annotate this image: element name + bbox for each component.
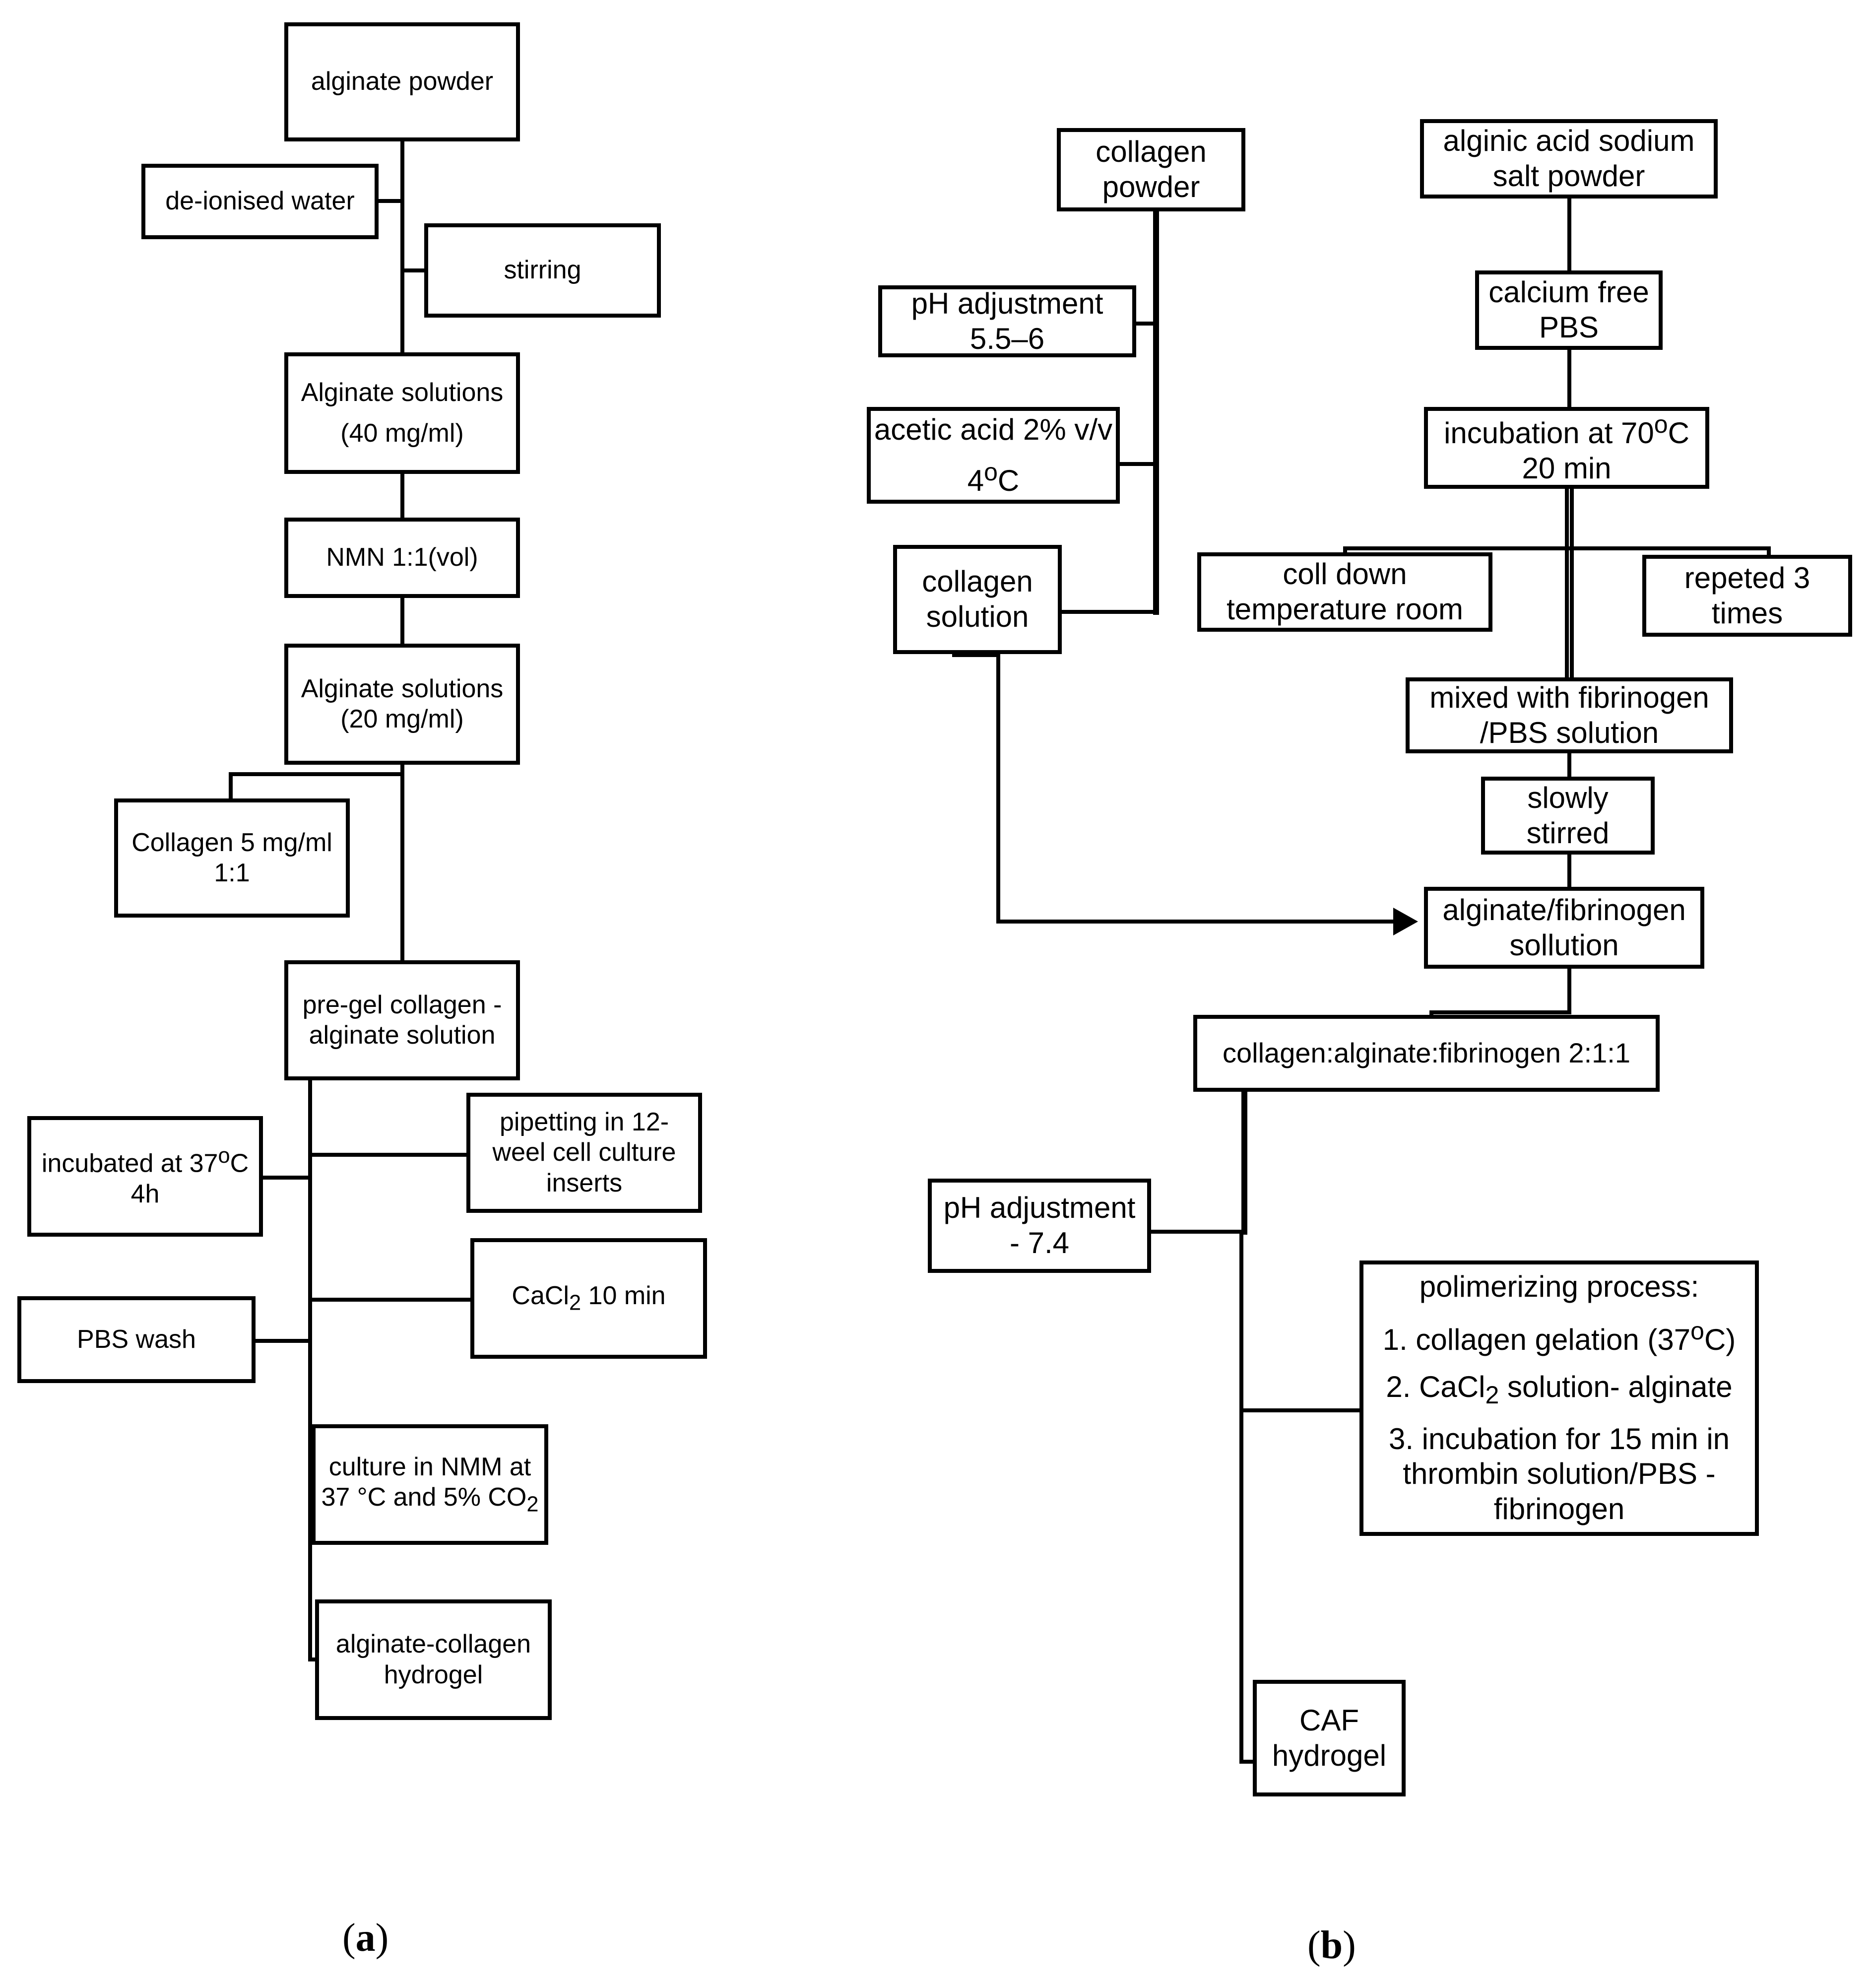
polymerizing-process-box: polimerizing process: 1. collagen gelati… xyxy=(1359,1260,1759,1536)
cacl2-label: CaCl2 10 min xyxy=(512,1281,666,1315)
pregel-line2: alginate solution xyxy=(309,1021,496,1050)
mixed-fibrinogen-line1: mixed with fibrinogen xyxy=(1429,680,1709,714)
nmn-box: NMN 1:1(vol) xyxy=(284,518,520,598)
repeated-line2: times xyxy=(1711,596,1783,630)
panel-a-label: (a) xyxy=(342,1916,389,1960)
ratio-box: collagen:alginate:fibrinogen 2:1:1 xyxy=(1193,1015,1660,1092)
alginate-fibrinogen-box: alginate/fibrinogen sollution xyxy=(1424,887,1704,969)
alginic-acid-line1: alginic acid sodium xyxy=(1443,124,1695,158)
mixed-fibrinogen-line2: /PBS solution xyxy=(1480,716,1659,749)
incubation-70-line1: incubation at 70oC xyxy=(1444,410,1689,450)
alginate-collagen-hydrogel-line1: alginate-collagen xyxy=(335,1630,531,1659)
acetic-acid-line2: 4oC xyxy=(967,458,1020,497)
collagen-solution-box: collagen solution xyxy=(893,545,1062,654)
caf-hydrogel-box: CAF hydrogel xyxy=(1253,1680,1406,1796)
ph-adjustment-74-line1: pH adjustment xyxy=(943,1191,1136,1225)
collagen-solution-line1: collagen xyxy=(922,565,1033,598)
nmn-label: NMN 1:1(vol) xyxy=(326,543,478,572)
caf-hydrogel-line1: CAF xyxy=(1299,1703,1359,1737)
alginate-solution-40-line1: Alginate solutions xyxy=(301,378,504,407)
slowly-stirred-line1: slowly xyxy=(1527,781,1609,814)
ph-adjustment-74-line2: - 7.4 xyxy=(1009,1226,1070,1259)
slowly-stirred-line2: stirred xyxy=(1526,816,1610,850)
stirring-label: stirring xyxy=(504,256,581,285)
ph-adjustment-55-box: pH adjustment 5.5–6 xyxy=(878,285,1136,357)
culture-nmm-box: culture in NMM at 37 °C and 5% CO2 xyxy=(312,1424,548,1545)
polymerizing-step3-line3: fibrinogen xyxy=(1493,1492,1625,1526)
culture-nmm-line2: 37 °C and 5% CO2 xyxy=(321,1482,539,1517)
polymerizing-step1: 1. collagen gelation (37oC) xyxy=(1382,1317,1736,1356)
alginate-solution-40-box: Alginate solutions (40 mg/ml) xyxy=(284,352,520,474)
ratio-label: collagen:alginate:fibrinogen 2:1:1 xyxy=(1223,1037,1630,1069)
incubated-37-box: incubated at 37oC 4h xyxy=(27,1116,263,1237)
alginate-solution-20-line2: (20 mg/ml) xyxy=(340,705,464,733)
pipetting-line1: pipetting in 12- xyxy=(499,1107,669,1136)
alginic-acid-line2: salt powder xyxy=(1492,159,1645,193)
collagen-powder-line2: powder xyxy=(1102,170,1200,203)
cool-down-line2: temperature room xyxy=(1227,593,1463,626)
alginate-collagen-hydrogel-line2: hydrogel xyxy=(384,1660,483,1689)
polymerizing-title: polimerizing process: xyxy=(1419,1270,1699,1303)
alginate-fibrinogen-line2: sollution xyxy=(1509,928,1619,962)
collagen-5-line2: 1:1 xyxy=(214,859,250,887)
panel-b-label: (b) xyxy=(1307,1923,1356,1967)
calcium-free-pbs-line1: calcium free xyxy=(1488,275,1649,309)
incubated-37-line2: 4h xyxy=(130,1179,160,1208)
alginic-acid-box: alginic acid sodium salt powder xyxy=(1420,119,1718,199)
cacl2-box: CaCl2 10 min xyxy=(470,1238,707,1359)
pregel-box: pre-gel collagen - alginate solution xyxy=(284,960,520,1080)
pipetting-box: pipetting in 12- weel cell culture inser… xyxy=(466,1093,702,1213)
deionised-water-box: de-ionised water xyxy=(141,164,379,239)
collagen-powder-line1: collagen xyxy=(1096,135,1207,169)
cool-down-line1: coll down xyxy=(1283,557,1407,591)
collagen-5-line1: Collagen 5 mg/ml xyxy=(131,828,332,857)
acetic-acid-line1: acetic acid 2% v/v xyxy=(874,412,1113,446)
ph-adjustment-55-line2: 5.5–6 xyxy=(969,322,1045,355)
calcium-free-pbs-line2: PBS xyxy=(1539,311,1599,344)
alginate-powder-box: alginate powder xyxy=(284,22,520,141)
repeated-box: repeted 3 times xyxy=(1642,555,1852,637)
alginate-powder-label: alginate powder xyxy=(311,67,494,96)
alginate-solution-20-box: Alginate solutions (20 mg/ml) xyxy=(284,644,520,765)
acetic-acid-box: acetic acid 2% v/v 4oC xyxy=(867,407,1120,504)
ph-adjustment-74-box: pH adjustment - 7.4 xyxy=(928,1179,1151,1273)
culture-nmm-line1: culture in NMM at xyxy=(328,1452,531,1481)
caf-hydrogel-line2: hydrogel xyxy=(1272,1738,1387,1772)
collagen-5-box: Collagen 5 mg/ml 1:1 xyxy=(114,798,350,918)
alginate-collagen-hydrogel-box: alginate-collagen hydrogel xyxy=(315,1599,552,1720)
alginate-solution-40-line2: (40 mg/ml) xyxy=(340,418,464,448)
incubated-37-line1: incubated at 37oC xyxy=(41,1143,249,1178)
pbs-wash-label: PBS wash xyxy=(77,1325,196,1354)
polymerizing-step2: 2. CaCl2 solution- alginate xyxy=(1386,1370,1733,1409)
pipetting-line3: inserts xyxy=(546,1168,623,1197)
collagen-powder-box: collagen powder xyxy=(1057,128,1245,211)
cool-down-box: coll down temperature room xyxy=(1197,552,1492,632)
polymerizing-step3-line1: 3. incubation for 15 min in xyxy=(1388,1422,1730,1456)
stirring-box: stirring xyxy=(424,223,661,318)
mixed-fibrinogen-box: mixed with fibrinogen /PBS solution xyxy=(1406,677,1733,753)
pregel-line1: pre-gel collagen - xyxy=(302,990,502,1019)
collagen-solution-line2: solution xyxy=(926,600,1029,633)
alginate-solution-20-line1: Alginate solutions xyxy=(301,674,504,703)
pipetting-line2: weel cell culture xyxy=(492,1138,676,1167)
ph-adjustment-55-line1: pH adjustment xyxy=(911,286,1103,320)
incubation-70-box: incubation at 70oC 20 min xyxy=(1424,407,1709,489)
deionised-water-label: de-ionised water xyxy=(165,187,355,216)
slowly-stirred-box: slowly stirred xyxy=(1481,777,1655,855)
repeated-line1: repeted 3 xyxy=(1684,561,1810,595)
pbs-wash-box: PBS wash xyxy=(17,1296,256,1383)
calcium-free-pbs-box: calcium free PBS xyxy=(1475,270,1663,350)
incubation-70-line2: 20 min xyxy=(1522,451,1612,485)
alginate-fibrinogen-line1: alginate/fibrinogen xyxy=(1442,893,1686,927)
polymerizing-step3-line2: thrombin solution/PBS - xyxy=(1403,1457,1716,1491)
